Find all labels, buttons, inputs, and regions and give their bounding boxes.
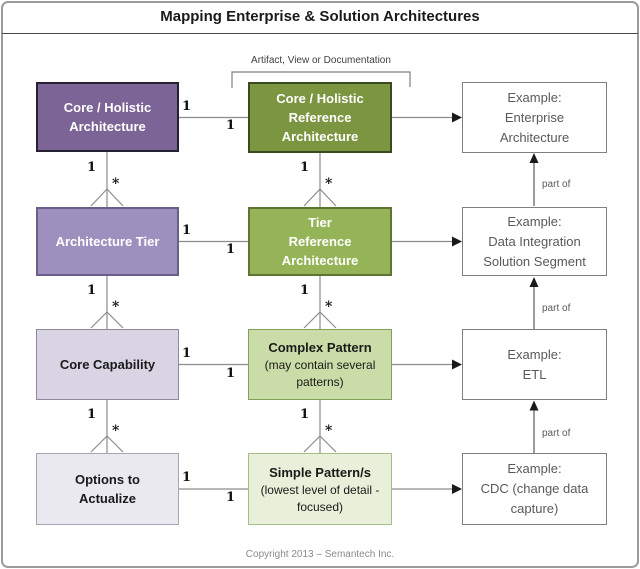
cardinality-one-label: 1 [226,366,236,381]
part-of-label: part of [542,428,571,439]
box-line: Actualize [78,491,137,506]
box-line: focused) [296,499,344,514]
box-line: Example: [507,213,562,229]
cardinality-one-label: 1 [226,490,236,505]
box-example-etl: Example: ETL [462,329,607,400]
box-core-holistic-architecture: Core / Holistic Architecture [36,82,179,152]
cardinality-one-label: 1 [87,160,97,175]
cardinality-many-label: * [325,176,333,192]
box-line: patterns) [296,375,344,389]
box-line: Core Capability [59,357,156,372]
box-line: capture) [510,501,559,516]
box-line: (lowest level of detail - [260,482,380,497]
box-line: Architecture [499,129,570,145]
cardinality-one-label: 1 [87,283,97,298]
cardinality-many-label: * [325,299,333,315]
box-line: Architecture [69,119,146,134]
cardinality-one-label: 1 [87,407,97,422]
box-line: CDC (change data [480,481,589,496]
box-line: Reference [288,234,352,249]
box-core-holistic-reference-architecture: Core / Holistic Reference Architecture [248,82,392,153]
box-line: Simple Pattern/s [269,464,371,480]
box-line: Reference [288,110,352,125]
box-example-enterprise-architecture: Example: Enterprise Architecture [462,82,607,153]
box-example-data-integration-solution-segment: Example: Data Integration Solution Segme… [462,207,607,276]
cardinality-many-label: * [112,423,120,439]
box-line: (may contain several [264,358,376,372]
cardinality-one-label: 1 [300,160,310,175]
box-complex-pattern: Complex Pattern (may contain several pat… [248,329,392,400]
box-line: Core / Holistic [63,100,152,115]
box-line: Complex Pattern [268,340,372,355]
part-of-label: part of [542,303,571,314]
bracket-label: Artifact, View or Documentation [251,55,391,66]
cardinality-one-label: 1 [226,118,236,133]
box-options-to-actualize: Options to Actualize [36,453,179,525]
box-line: Example: [507,89,562,105]
box-simple-patterns: Simple Pattern/s (lowest level of detail… [248,453,392,525]
box-core-capability: Core Capability [36,329,179,400]
part-of-label: part of [542,179,571,190]
cardinality-one-label: 1 [182,223,192,238]
box-line: Core / Holistic [276,91,364,106]
box-line: Architecture [281,129,359,144]
cardinality-one-label: 1 [182,470,192,485]
box-line: ETL [522,366,547,382]
title-separator [2,33,638,34]
box-example-cdc: Example: CDC (change data capture) [462,453,607,525]
cardinality-many-label: * [112,299,120,315]
box-line: Data Integration [488,233,581,249]
box-line: Example: [507,461,562,476]
box-line: Tier [308,215,332,230]
cardinality-one-label: 1 [300,283,310,298]
cardinality-one-label: 1 [182,346,192,361]
box-line: Architecture [281,253,359,268]
cardinality-one-label: 1 [226,242,236,257]
cardinality-many-label: * [325,423,333,439]
box-line: Example: [507,346,562,362]
page-title: Mapping Enterprise & Solution Architectu… [160,8,480,25]
copyright-text: Copyright 2013 – Semantech Inc. [245,549,395,560]
cardinality-many-label: * [112,176,120,192]
box-line: Solution Segment [483,253,586,269]
cardinality-one-label: 1 [300,407,310,422]
box-line: Enterprise [504,109,565,125]
box-tier-reference-architecture: Tier Reference Architecture [248,207,392,276]
box-line: Architecture Tier [55,234,160,249]
cardinality-one-label: 1 [182,99,192,114]
box-line: Options to [75,472,140,487]
box-architecture-tier: Architecture Tier [36,207,179,276]
